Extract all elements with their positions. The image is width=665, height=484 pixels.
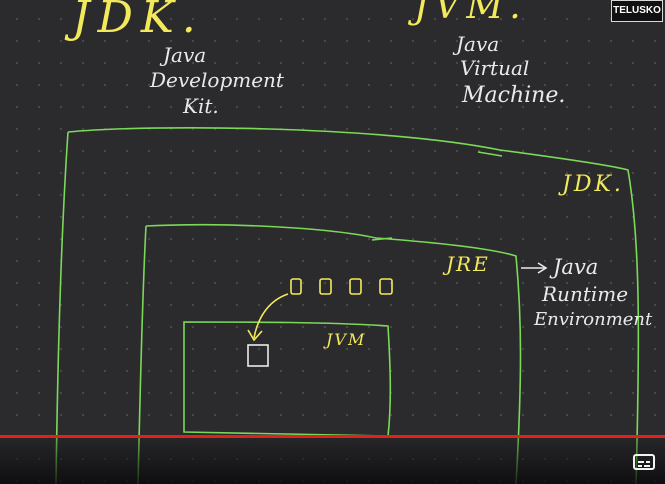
cc-line-3 xyxy=(638,465,642,467)
jdk-outline-tick xyxy=(477,151,503,157)
cc-line-1 xyxy=(638,461,644,463)
closed-captions-icon[interactable] xyxy=(633,454,655,470)
jdk-expansion-line-2: Development xyxy=(150,68,284,92)
class-box-4 xyxy=(379,278,393,295)
cc-line-2 xyxy=(646,461,650,463)
jre-arrow-head xyxy=(537,262,548,274)
jre-expansion-line-3: Environment xyxy=(534,309,653,330)
jre-outline-tick xyxy=(371,237,393,241)
jvm-expansion-line-2: Virtual xyxy=(460,56,530,80)
load-arrow-head xyxy=(247,329,263,342)
cc-line-4 xyxy=(644,465,650,467)
player-controls-fade xyxy=(0,438,665,484)
jre-expansion-line-2: Runtime xyxy=(542,282,629,306)
jvm-expansion-line-3: Machine. xyxy=(462,83,566,108)
class-box-2 xyxy=(319,278,332,295)
jre-box-label: JRE xyxy=(446,252,490,276)
jvm-title: JVM. xyxy=(414,0,527,27)
class-files-group xyxy=(290,278,393,295)
channel-logo: TELUSKO xyxy=(611,0,663,22)
video-progress-bar[interactable] xyxy=(0,435,665,438)
jre-expansion-line-1: Java xyxy=(553,255,599,279)
loaded-class-box xyxy=(247,344,269,367)
class-box-1 xyxy=(290,278,302,295)
jvm-outline xyxy=(183,321,392,437)
jdk-expansion-line-3: Kit. xyxy=(183,94,219,118)
jvm-box-label: JVM xyxy=(326,330,367,349)
jdk-outline xyxy=(55,126,640,484)
load-arrow xyxy=(253,293,289,339)
class-box-3 xyxy=(349,278,362,295)
jdk-box-label: JDK. xyxy=(562,172,624,197)
jdk-expansion-line-1: Java xyxy=(163,43,207,67)
jdk-title: JDK. xyxy=(72,0,204,43)
jvm-expansion-line-1: Java xyxy=(456,32,500,56)
